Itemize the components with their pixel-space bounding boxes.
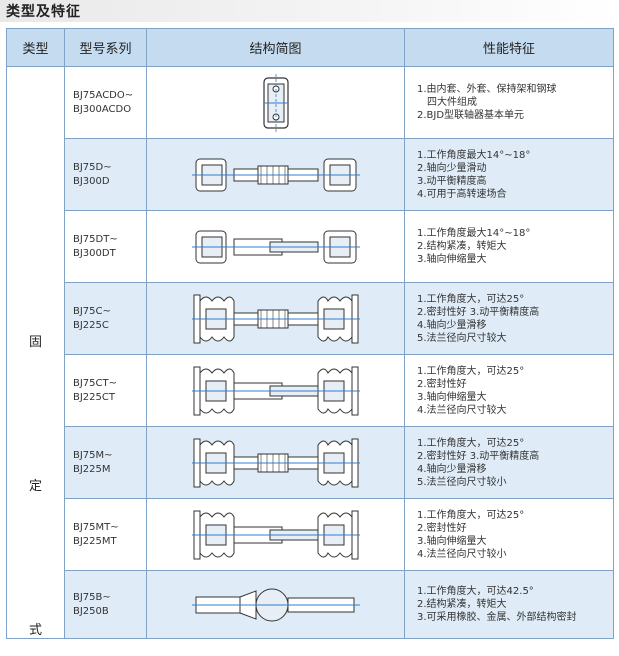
feature-line: 3.轴向伸缩量大 <box>417 391 487 403</box>
feature-line: 1.工作角度最大14°~18° <box>417 228 531 239</box>
model-line: BJ300DT <box>73 247 116 259</box>
diagram-cell <box>146 66 405 139</box>
feature-line: 3.动平衡精度高 <box>417 175 487 187</box>
model-line: BJ75MT~ <box>73 521 119 533</box>
header-features: 性能特征 <box>404 28 614 67</box>
feature-line: 4.轴向少量滑移 <box>417 319 487 331</box>
feature-line: 1.工作角度大，可达25° <box>417 509 525 521</box>
model-line: BJ225MT <box>73 535 117 547</box>
feature-line: 1.工作角度大，可达25° <box>417 437 525 449</box>
diagram-cell <box>146 282 405 355</box>
model-cell: BJ75C~ BJ225C <box>64 282 147 355</box>
features-cell: 1.由内套、外套、保持架和钢球 四大件组成 2.BJD型联轴器基本单元 <box>404 66 614 139</box>
header-diagram: 结构简图 <box>146 28 405 67</box>
table-row: 固 定 式 BJ75ACDO~ BJ300ACDO 1.由内套、外套 <box>6 66 614 639</box>
feature-line: 5.法兰径向尺寸较小 <box>417 476 507 488</box>
model-cell: BJ75CT~ BJ225CT <box>64 354 147 427</box>
feature-line: 3.轴向伸缩量大 <box>417 535 487 547</box>
shaft-drawing-1 <box>191 158 360 191</box>
table-row: BJ75C~ BJ225C 1.工作角度大，可达25°2.密封性好 3.动平衡精度高… <box>7 282 614 355</box>
model-line: BJ75CT~ <box>73 377 118 389</box>
feature-line: 1.工作角度大，可达42.5° <box>417 586 534 597</box>
feature-line: 2.轴向少量滑动 <box>417 162 487 174</box>
feature-line: 3.轴向伸缩量大 <box>417 254 487 265</box>
shaft-drawing-5 <box>191 438 360 487</box>
type-char-2: 定 <box>28 479 42 494</box>
model-line: BJ300ACDO <box>73 103 132 115</box>
feature-line: 4.轴向少量滑移 <box>417 463 487 475</box>
features-cell: 1.工作角度最大14°~18° 2.结构紧凑，转矩大 3.轴向伸缩量大 <box>404 210 614 283</box>
model-line: BJ75B~ <box>73 591 111 603</box>
feature-line: 4.可用于高转速场合 <box>417 188 507 200</box>
feature-line: 2.密封性好 3.动平衡精度高 <box>417 450 540 462</box>
model-line: BJ75C~ <box>73 305 111 317</box>
type-char-3: 式 <box>28 623 42 638</box>
diagram-cell <box>146 138 405 211</box>
spec-table: 类型 型号系列 结构简图 性能特征 固 定 式 BJ75ACDO~ BJ300A… <box>6 28 614 639</box>
table-row: BJ75DT~ BJ300DT 1.工作角度最大14°~18° 2.结构紧凑，转矩大 3… <box>7 210 614 283</box>
feature-line: 1.工作角度最大14°~18° <box>417 149 531 161</box>
model-cell: BJ75B~ BJ250B <box>64 570 147 639</box>
type-cell: 固 定 式 <box>6 66 65 639</box>
model-cell: BJ75MT~ BJ225MT <box>64 498 147 571</box>
type-char-1: 固 <box>28 335 42 350</box>
feature-line: 2.结构紧凑，转矩大 <box>417 241 507 252</box>
feature-line: 3.可采用橡胶、金属、外部结构密封 <box>417 612 577 623</box>
section-title: 类型及特征 <box>6 4 81 20</box>
model-line: BJ75DT~ <box>73 233 118 245</box>
table-header-row: 类型 型号系列 结构简图 性能特征 <box>6 28 614 67</box>
feature-line: 2.结构紧凑，转矩大 <box>417 599 507 610</box>
feature-line: 4.法兰径向尺寸较大 <box>417 404 507 416</box>
diagram-cell <box>146 354 405 427</box>
feature-line: 1.工作角度大，可达25° <box>417 365 525 377</box>
shaft-drawing-2 <box>191 230 360 263</box>
shaft-drawing-7 <box>191 588 360 621</box>
model-line: BJ225CT <box>73 391 115 403</box>
features-cell: 1.工作角度大，可达42.5° 2.结构紧凑，转矩大 3.可采用橡胶、金属、外部结构… <box>404 570 614 639</box>
feature-line: 2.密封性好 3.动平衡精度高 <box>417 306 540 318</box>
diagram-cell <box>146 570 405 639</box>
shaft-drawing-4 <box>191 366 360 415</box>
model-line: BJ75ACDO~ <box>73 89 134 101</box>
model-line: BJ250B <box>73 605 109 617</box>
diagram-cell <box>146 210 405 283</box>
model-line: BJ75D~ <box>73 161 112 173</box>
model-cell: BJ75DT~ BJ300DT <box>64 210 147 283</box>
feature-line: 1.工作角度大，可达25° <box>417 293 525 305</box>
feature-line: 1.由内套、外套、保持架和钢球 <box>417 84 557 95</box>
model-cell: BJ75D~ BJ300D <box>64 138 147 211</box>
shaft-drawing-3 <box>191 294 360 343</box>
feature-line: 2.BJD型联轴器基本单元 <box>417 110 525 121</box>
model-cell: BJ75M~ BJ225M <box>64 426 147 499</box>
table-row: BJ75M~ BJ225M 1.工作角度大，可达25°2.密封性好 3.动平衡精度高… <box>7 426 614 499</box>
header-model: 型号系列 <box>64 28 147 67</box>
model-line: BJ300D <box>73 175 110 187</box>
diagram-cell <box>146 426 405 499</box>
shaft-drawing-6 <box>191 510 360 559</box>
diagram-cell <box>146 498 405 571</box>
model-line: BJ75M~ <box>73 449 113 461</box>
feature-line: 2.密封性好 <box>417 378 467 390</box>
model-cell: BJ75ACDO~ BJ300ACDO <box>64 66 147 139</box>
model-line: BJ225M <box>73 463 111 475</box>
header-type: 类型 <box>6 28 65 67</box>
joint-unit-drawing <box>262 73 289 132</box>
feature-line: 2.密封性好 <box>417 522 467 534</box>
section-title-bar: 类型及特征 <box>0 0 619 22</box>
feature-line: 4.法兰径向尺寸较小 <box>417 548 507 560</box>
table-row: BJ75B~ BJ250B 1.工作角度大，可达42.5° 2.结构紧凑，转矩大 3.可… <box>7 570 614 639</box>
model-line: BJ225C <box>73 319 109 331</box>
feature-line: 5.法兰径向尺寸较大 <box>417 332 507 344</box>
feature-line: 四大件组成 <box>427 97 477 108</box>
